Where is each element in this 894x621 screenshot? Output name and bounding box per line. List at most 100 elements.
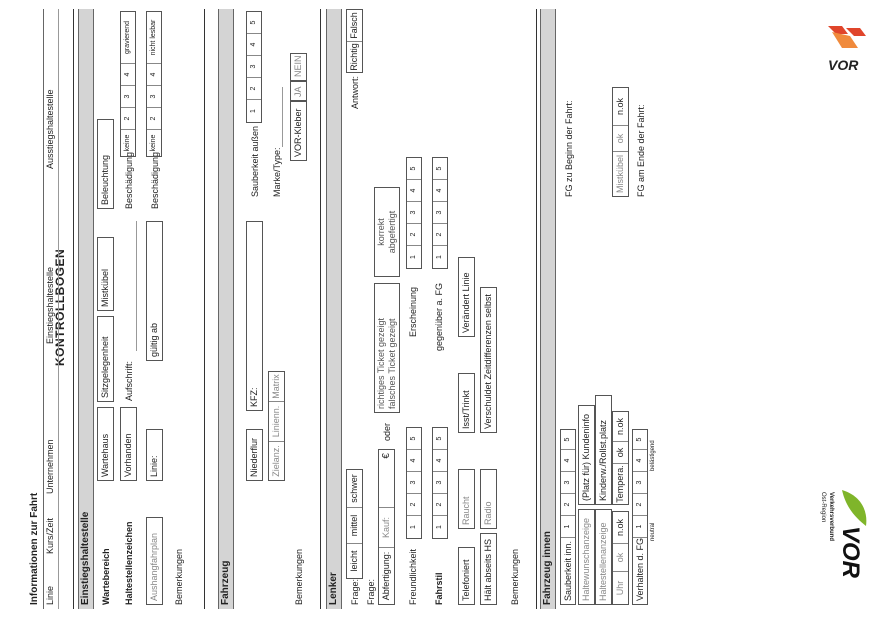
damage2-scale-4[interactable]: 4 xyxy=(147,64,161,86)
sticker-yes[interactable]: JA xyxy=(290,81,307,101)
friendly-3[interactable]: 3 xyxy=(407,472,421,494)
behavior-1[interactable]: 1 xyxy=(633,516,647,538)
interior-clean-1[interactable]: 1 xyxy=(561,516,575,538)
stops-outside-box[interactable]: Hält abseits HS xyxy=(480,533,497,605)
interior-clean-5[interactable]: 5 xyxy=(561,430,575,450)
answer-right[interactable]: Richtig xyxy=(349,43,359,71)
stroller-box[interactable]: Kinderw./Rollst.platz xyxy=(595,395,612,505)
customer-info-box[interactable]: (Platz für) Kundeninfo xyxy=(578,405,595,505)
route-change-box[interactable]: Verändert Linie xyxy=(458,257,475,337)
difficulty-schwer[interactable]: schwer xyxy=(347,470,362,508)
line-box[interactable]: Linie: xyxy=(146,429,163,481)
floor-box[interactable]: Niederflur xyxy=(246,429,263,481)
phone-box[interactable]: Telefoniert xyxy=(458,547,475,605)
driving-scale[interactable]: 1 2 3 4 5 xyxy=(432,427,448,539)
damage-scale-5[interactable]: gravierend xyxy=(121,12,135,64)
euro-field[interactable]: € xyxy=(379,450,394,508)
appearance-4[interactable]: 4 xyxy=(407,180,421,202)
damage-scale-3[interactable]: 3 xyxy=(121,86,135,108)
vehicle-clean-1[interactable]: 1 xyxy=(250,109,257,113)
vehicle-clean-2[interactable]: 2 xyxy=(247,78,261,100)
ticket-correct-box[interactable]: korrekt abgefertigt xyxy=(374,187,400,277)
sign-vorhanden-box[interactable]: Vorhanden xyxy=(120,407,137,481)
ticketing-row[interactable]: Abfertigung: Kauf: € xyxy=(378,449,395,605)
temp-row[interactable]: Tempera. ok n.ok xyxy=(612,411,629,505)
wait-box-wartehaus[interactable]: Wartehaus xyxy=(97,407,114,481)
vs-fg-5[interactable]: 5 xyxy=(433,158,447,180)
vehicle-clean-5[interactable]: 5 xyxy=(247,12,261,34)
vs-fg-scale[interactable]: 1 2 3 4 5 xyxy=(432,157,448,269)
friendly-scale[interactable]: 1 2 3 4 5 xyxy=(406,427,422,539)
bin-ok[interactable]: ok xyxy=(613,126,628,152)
answer-wrong[interactable]: Falsch xyxy=(347,10,362,42)
driving-5[interactable]: 5 xyxy=(433,428,447,450)
eat-box[interactable]: Isst/Trinkt xyxy=(458,373,475,433)
wait-box-sitz[interactable]: Sitzgelegenheit xyxy=(97,316,114,402)
clock-nok[interactable]: n.ok xyxy=(613,512,628,544)
temp-ok[interactable]: ok xyxy=(613,442,628,464)
friendly-1[interactable]: 1 xyxy=(410,525,417,529)
vs-fg-4[interactable]: 4 xyxy=(433,180,447,202)
damage2-scale-5[interactable]: nicht lesbar xyxy=(147,12,161,64)
vs-fg-2[interactable]: 2 xyxy=(433,224,447,246)
temp-nok[interactable]: n.ok xyxy=(613,412,628,442)
vehicle-clean-3[interactable]: 3 xyxy=(247,56,261,78)
friendly-2[interactable]: 2 xyxy=(407,494,421,516)
display-zielanz[interactable]: Zielanz. xyxy=(271,445,281,477)
ticket-shown-box[interactable]: richtiges Ticket gezeigt falsches Ticket… xyxy=(374,283,400,413)
driving-4[interactable]: 4 xyxy=(433,450,447,472)
display-matrix[interactable]: Matrix xyxy=(269,372,284,402)
vs-fg-1[interactable]: 1 xyxy=(436,255,443,259)
interior-clean-3[interactable]: 3 xyxy=(561,472,575,494)
display-boxes[interactable]: Zielanz. Linienn. Matrix xyxy=(268,371,285,481)
driving-2[interactable]: 2 xyxy=(433,494,447,516)
clock-row[interactable]: Uhr ok n.ok xyxy=(612,511,629,605)
damage-scale-1[interactable]: keine xyxy=(124,134,131,152)
answer-boxes[interactable]: Richtig Falsch xyxy=(346,9,363,73)
behavior-2[interactable]: 2 xyxy=(633,494,647,516)
vehicle-clean-scale[interactable]: 1 2 3 4 5 xyxy=(246,11,262,123)
difficulty-boxes[interactable]: leicht mittel schwer xyxy=(346,469,363,579)
appearance-3[interactable]: 3 xyxy=(407,202,421,224)
behavior-row[interactable]: Verhalten d. FG 1 2 3 4 5 xyxy=(632,429,648,605)
damage-scale-2[interactable]: 2 xyxy=(121,108,135,130)
bin-nok[interactable]: n.ok xyxy=(613,88,628,126)
difficulty-mittel[interactable]: mittel xyxy=(347,508,362,544)
vehicle-clean-4[interactable]: 4 xyxy=(247,34,261,56)
schedule-box[interactable]: Aushangfahrplan xyxy=(146,517,163,605)
display-linienn[interactable]: Linienn. xyxy=(269,402,284,442)
interior-clean-4[interactable]: 4 xyxy=(561,450,575,472)
driving-3[interactable]: 3 xyxy=(433,472,447,494)
appearance-1[interactable]: 1 xyxy=(410,255,417,259)
radio-box[interactable]: Radio xyxy=(480,469,497,529)
sticker-box[interactable]: VOR-Kleber xyxy=(290,101,307,161)
appearance-scale[interactable]: 1 2 3 4 5 xyxy=(406,157,422,269)
interior-clean-2[interactable]: 2 xyxy=(561,494,575,516)
plate-box[interactable]: KFZ: xyxy=(246,221,263,411)
friendly-5[interactable]: 5 xyxy=(407,428,421,450)
behavior-5[interactable]: 5 xyxy=(633,430,647,450)
wait-box-mist[interactable]: Mistkübel xyxy=(97,237,114,311)
delay-box[interactable]: Verschuldet Zeitdifferenzen selbst xyxy=(480,287,497,433)
driving-1[interactable]: 1 xyxy=(436,525,443,529)
behavior-4[interactable]: 4 xyxy=(633,450,647,472)
wait-box-licht[interactable]: Beleuchtung xyxy=(97,119,114,209)
difficulty-leicht[interactable]: leicht xyxy=(349,550,359,572)
damage2-scale[interactable]: keine 2 3 4 nicht lesbar xyxy=(146,11,162,157)
damage2-scale-1[interactable]: keine xyxy=(150,134,157,152)
damage2-scale-2[interactable]: 2 xyxy=(147,108,161,130)
stop-request-box[interactable]: Haltewunschanzeige xyxy=(578,509,595,605)
appearance-5[interactable]: 5 xyxy=(407,158,421,180)
vs-fg-3[interactable]: 3 xyxy=(433,202,447,224)
sticker-no[interactable]: NEIN xyxy=(290,53,307,81)
smoke-box[interactable]: Raucht xyxy=(458,469,475,529)
interior-clean-row[interactable]: Sauberkeit inn. 1 2 3 4 5 xyxy=(560,429,576,605)
appearance-2[interactable]: 2 xyxy=(407,224,421,246)
behavior-3[interactable]: 3 xyxy=(633,472,647,494)
damage-scale-4[interactable]: 4 xyxy=(121,64,135,86)
damage2-scale-3[interactable]: 3 xyxy=(147,86,161,108)
bin-row[interactable]: Mistkübel ok n.ok xyxy=(612,87,629,197)
damage-scale[interactable]: keine 2 3 4 gravierend xyxy=(120,11,136,157)
clock-ok[interactable]: ok xyxy=(613,544,628,572)
friendly-4[interactable]: 4 xyxy=(407,450,421,472)
